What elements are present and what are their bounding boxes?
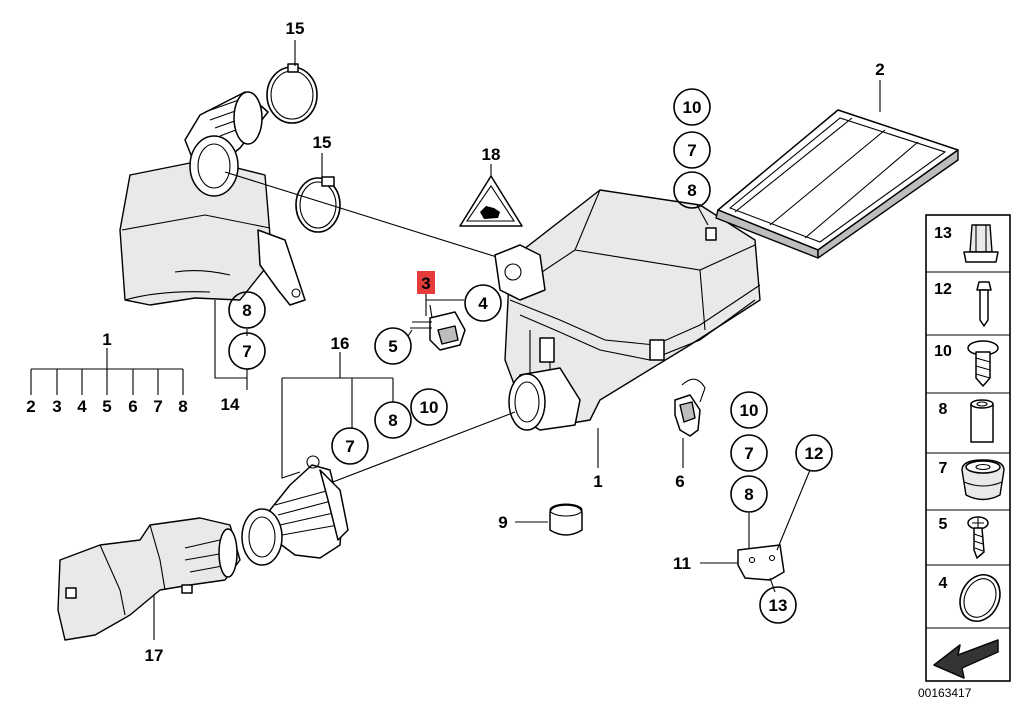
circled-label-7-left: 7 [228, 332, 266, 370]
intake-duct [241, 455, 349, 566]
warning-label-icon [459, 175, 523, 227]
key-label-12: 12 [934, 281, 952, 298]
label-1-left: 1 [102, 330, 111, 349]
label-3: 3 [421, 274, 430, 293]
lower-intake-scoop [57, 517, 241, 641]
label-17: 17 [145, 646, 164, 665]
circled-label-10-right: 10 [730, 391, 768, 429]
key-label-4: 4 [939, 575, 948, 592]
label-tree-3: 3 [52, 397, 61, 416]
hose-clamp-lower [295, 176, 341, 233]
circled-label-8-left: 8 [228, 291, 266, 329]
svg-text:8: 8 [687, 181, 696, 200]
direction-arrow-icon [933, 639, 999, 679]
leader-snorkel-airbox [224, 171, 501, 259]
intake-snorkel-tube [184, 91, 269, 197]
circled-label-10-mid: 10 [410, 388, 448, 426]
label-14: 14 [221, 395, 240, 414]
svg-text:4: 4 [478, 294, 488, 313]
air-filter-housing [494, 189, 761, 426]
circled-label-13-bottom: 13 [759, 586, 797, 624]
sleeve-icon [970, 399, 994, 443]
circled-label-8-mid: 8 [374, 401, 412, 439]
label-9: 9 [498, 513, 507, 532]
leader-lines [30, 40, 881, 640]
grommet-icon [961, 459, 1005, 501]
housing-outlet [508, 367, 581, 431]
circled-label-7-mid: 7 [331, 427, 369, 465]
circled-label-10-top: 10 [673, 88, 711, 126]
diagram-reference-number: 00163417 [918, 686, 972, 700]
svg-text:7: 7 [744, 444, 753, 463]
circled-label-4: 4 [464, 284, 502, 322]
label-3-highlight [417, 271, 435, 294]
label-2: 2 [875, 60, 884, 79]
svg-text:8: 8 [388, 411, 397, 430]
circled-label-7-top: 7 [673, 131, 711, 169]
key-label-13: 13 [934, 225, 952, 242]
hose-clamp-top [266, 63, 318, 124]
svg-text:12: 12 [805, 444, 824, 463]
svg-text:8: 8 [744, 485, 753, 504]
svg-text:7: 7 [242, 342, 251, 361]
svg-text:10: 10 [683, 98, 702, 117]
svg-text:10: 10 [420, 398, 439, 417]
label-tree-4: 4 [77, 397, 87, 416]
circled-label-12: 12 [795, 434, 833, 472]
label-tree-7: 7 [153, 397, 162, 416]
label-16: 16 [331, 334, 350, 353]
circled-label-7-right: 7 [730, 434, 768, 472]
callout-labels: 15 15 18 2 1 14 16 1 6 9 11 17 2 3 4 5 6… [26, 19, 884, 665]
label-tree-6: 6 [128, 397, 137, 416]
label-1-center: 1 [593, 472, 602, 491]
label-tree-5: 5 [102, 397, 111, 416]
svg-text:5: 5 [388, 337, 397, 356]
key-label-5: 5 [939, 516, 948, 533]
circled-label-8-right: 8 [730, 475, 768, 513]
o-ring-icon [959, 574, 1001, 622]
label-tree-2: 2 [26, 397, 35, 416]
key-label-7: 7 [939, 460, 948, 477]
air-filter-element [715, 109, 959, 259]
key-label-8: 8 [939, 401, 948, 418]
rivet-icon [976, 281, 992, 327]
label-15-top: 15 [286, 19, 305, 38]
circled-label-8-top: 8 [673, 171, 711, 209]
harness-connector [674, 378, 706, 437]
leader-outlet-duct [311, 411, 516, 491]
key-label-10: 10 [934, 343, 952, 360]
rubber-cap [549, 503, 583, 536]
svg-text:7: 7 [687, 141, 696, 160]
label-6: 6 [675, 472, 684, 491]
screw-icon [967, 340, 999, 387]
circled-label-5: 5 [374, 327, 412, 365]
label-15-lower: 15 [313, 133, 332, 152]
mounting-bracket [737, 544, 785, 581]
nut-icon [963, 224, 999, 263]
svg-text:7: 7 [345, 437, 354, 456]
maf-sensor [410, 304, 466, 351]
svg-text:10: 10 [740, 401, 759, 420]
svg-text:8: 8 [242, 301, 251, 320]
label-18: 18 [482, 145, 501, 164]
svg-text:13: 13 [769, 596, 788, 615]
self-tapping-screw-icon [967, 516, 989, 559]
label-11: 11 [673, 554, 691, 573]
parts-key-panel: 13 12 10 8 7 [925, 214, 1011, 682]
label-tree-8: 8 [178, 397, 187, 416]
